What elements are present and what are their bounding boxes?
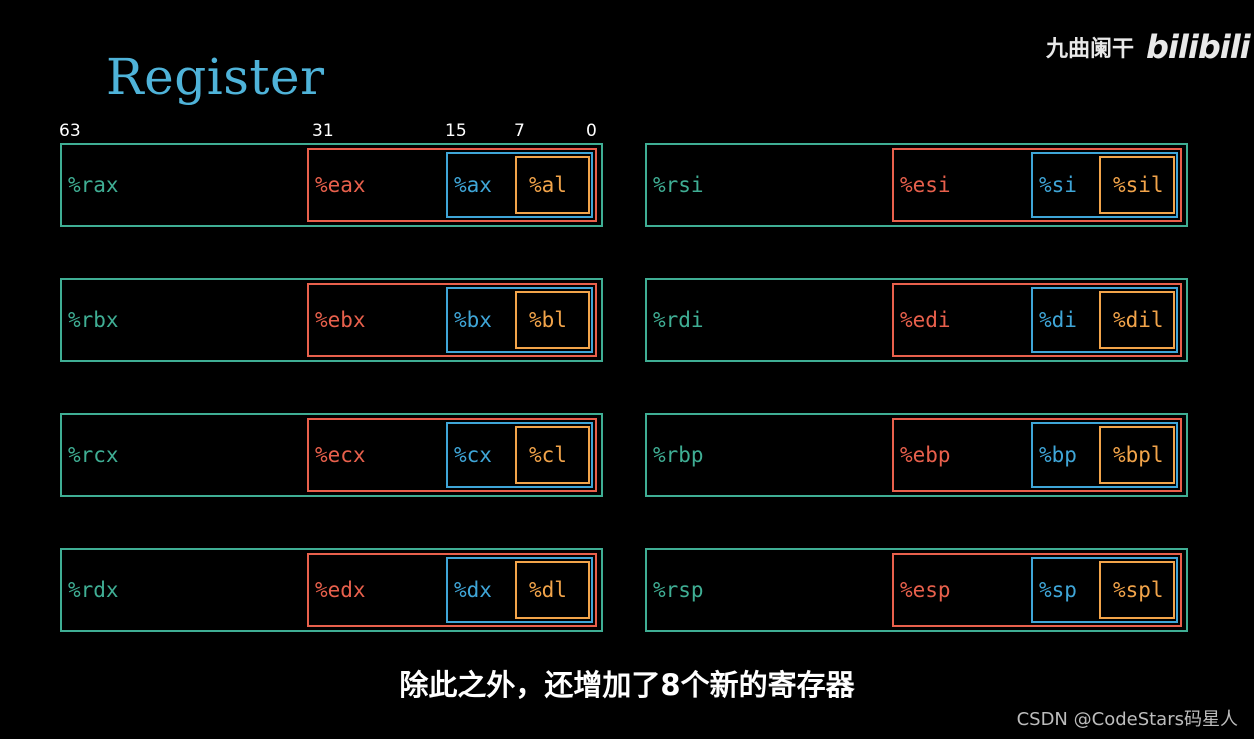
register-64-label: %rbp — [653, 443, 704, 467]
register-32-label: %edi — [900, 308, 951, 332]
channel-name: 九曲阑干 — [1046, 37, 1135, 62]
register-sp: %sp — [1031, 557, 1178, 623]
bit-label-15: 15 — [445, 121, 467, 141]
register-ebx: %ebx — [307, 283, 597, 357]
register-bl: %bl — [515, 291, 590, 349]
register-dl: %dl — [515, 561, 590, 619]
register-64-label: %rsi — [653, 173, 704, 197]
register-16-label: %sp — [1039, 578, 1077, 602]
register-cl: %cl — [515, 426, 590, 484]
register-bx: %bx — [446, 287, 593, 353]
bilibili-logo-icon: bilibili — [1146, 28, 1251, 66]
subtitle-caption: 除此之外，还增加了8个新的寄存器 — [399, 668, 855, 702]
register-32-label: %ebp — [900, 443, 951, 467]
register-al: %al — [515, 156, 590, 214]
register-16-label: %dx — [454, 578, 492, 602]
register-rbp: %rbp — [645, 413, 1188, 497]
register-ebp: %ebp — [892, 418, 1182, 492]
register-edx: %edx — [307, 553, 597, 627]
register-bp: %bp — [1031, 422, 1178, 488]
register-spl: %spl — [1099, 561, 1175, 619]
register-cx: %cx — [446, 422, 593, 488]
register-dx: %dx — [446, 557, 593, 623]
register-esp: %esp — [892, 553, 1182, 627]
register-sil: %sil — [1099, 156, 1175, 214]
register-64-label: %rax — [68, 173, 119, 197]
register-ax: %ax — [446, 152, 593, 218]
register-8-label: %sil — [1113, 173, 1164, 197]
register-edi: %edi — [892, 283, 1182, 357]
register-rsi: %rsi — [645, 143, 1188, 227]
channel-brand: 九曲阑干 bilibili — [1046, 28, 1251, 66]
register-esi: %esi — [892, 148, 1182, 222]
register-rdx: %rdx — [60, 548, 603, 632]
bit-label-7: 7 — [514, 121, 525, 141]
register-16-label: %ax — [454, 173, 492, 197]
register-8-label: %bpl — [1113, 443, 1164, 467]
register-64-label: %rsp — [653, 578, 704, 602]
register-rcx: %rcx — [60, 413, 603, 497]
register-32-label: %eax — [315, 173, 366, 197]
register-32-label: %ebx — [315, 308, 366, 332]
register-bpl: %bpl — [1099, 426, 1175, 484]
register-64-label: %rdi — [653, 308, 704, 332]
register-8-label: %cl — [529, 443, 567, 467]
bit-label-0: 0 — [586, 121, 597, 141]
register-16-label: %bx — [454, 308, 492, 332]
register-16-label: %bp — [1039, 443, 1077, 467]
register-64-label: %rbx — [68, 308, 119, 332]
register-32-label: %edx — [315, 578, 366, 602]
register-16-label: %si — [1039, 173, 1077, 197]
register-16-label: %cx — [454, 443, 492, 467]
register-8-label: %bl — [529, 308, 567, 332]
register-ecx: %ecx — [307, 418, 597, 492]
register-si: %si — [1031, 152, 1178, 218]
register-32-label: %esi — [900, 173, 951, 197]
register-32-label: %ecx — [315, 443, 366, 467]
register-dil: %dil — [1099, 291, 1175, 349]
bit-label-63: 63 — [59, 121, 81, 141]
register-di: %di — [1031, 287, 1178, 353]
bit-label-31: 31 — [312, 121, 334, 141]
watermark: CSDN @CodeStars码星人 — [1016, 709, 1238, 730]
register-64-label: %rcx — [68, 443, 119, 467]
register-32-label: %esp — [900, 578, 951, 602]
register-rbx: %rbx — [60, 278, 603, 362]
register-rsp: %rsp — [645, 548, 1188, 632]
page-title: Register — [106, 48, 325, 106]
register-8-label: %dl — [529, 578, 567, 602]
register-rdi: %rdi — [645, 278, 1188, 362]
register-64-label: %rdx — [68, 578, 119, 602]
register-eax: %eax — [307, 148, 597, 222]
register-8-label: %spl — [1113, 578, 1164, 602]
register-8-label: %dil — [1113, 308, 1164, 332]
register-16-label: %di — [1039, 308, 1077, 332]
register-8-label: %al — [529, 173, 567, 197]
register-rax: %rax — [60, 143, 603, 227]
